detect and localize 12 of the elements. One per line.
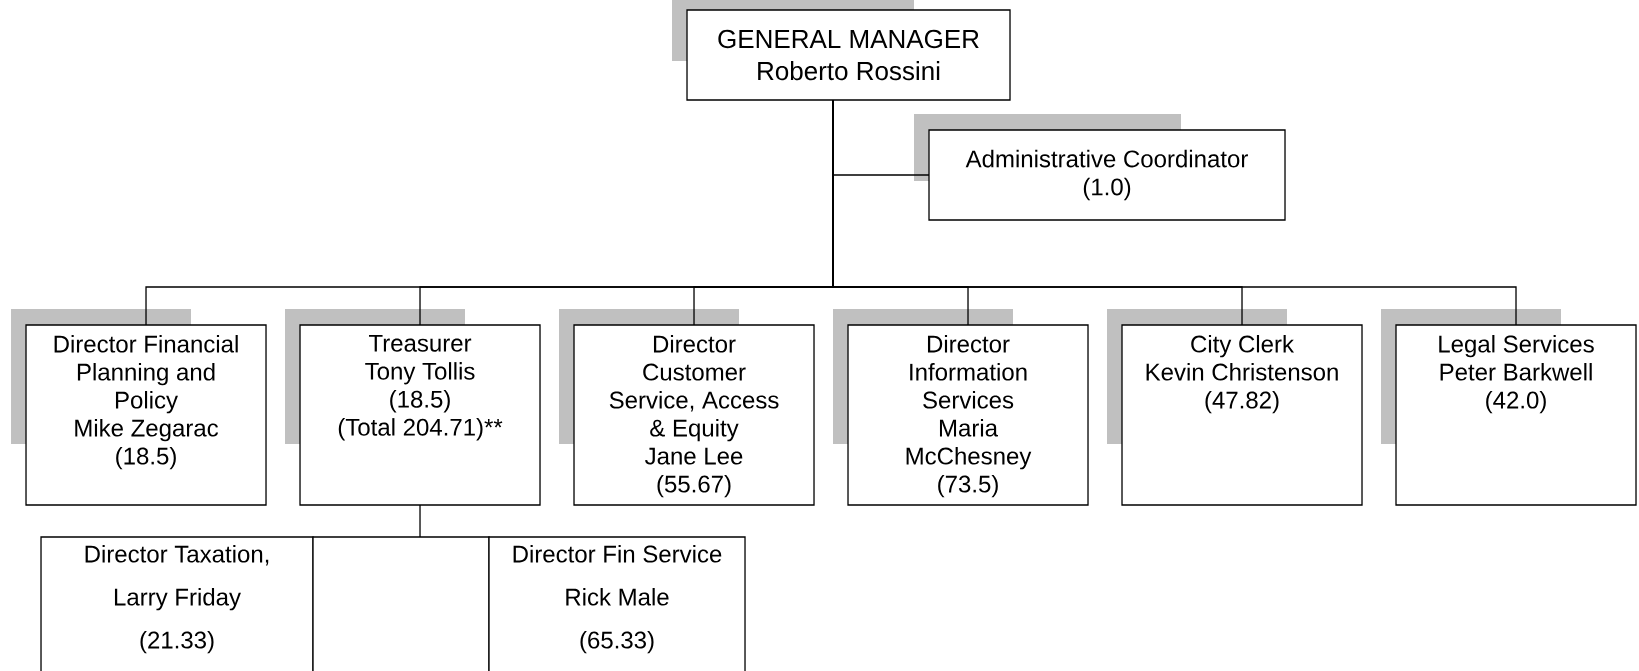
org-box: Treasurer Tony Tollis (18.5) (Total 204.71)** (285, 309, 541, 506)
org-box: Director Customer Service, Access & Equity Jane Lee (55.67) (559, 309, 815, 506)
connector-line (419, 504, 421, 538)
org-box: Director Information Services Maria McChesney (73.5) (833, 309, 1089, 506)
org-box: GENERAL MANAGER Roberto Rossini (672, 0, 1011, 101)
org-box: Administrative Coordinator (1.0) (914, 114, 1286, 221)
org-box: Director Taxation, Larry Friday (21.33) (40, 536, 314, 671)
org-box: Legal Services Peter Barkwell (42.0) (1381, 309, 1637, 506)
org-box: Director Financial Planning and Policy Mike Zegarac (18.5) (11, 309, 267, 506)
connector-line (832, 99, 1517, 326)
org-box: Director Fin Service Rick Male (65.33) (488, 536, 746, 671)
org-box: City Clerk Kevin Christenson (47.82) (1107, 309, 1363, 506)
